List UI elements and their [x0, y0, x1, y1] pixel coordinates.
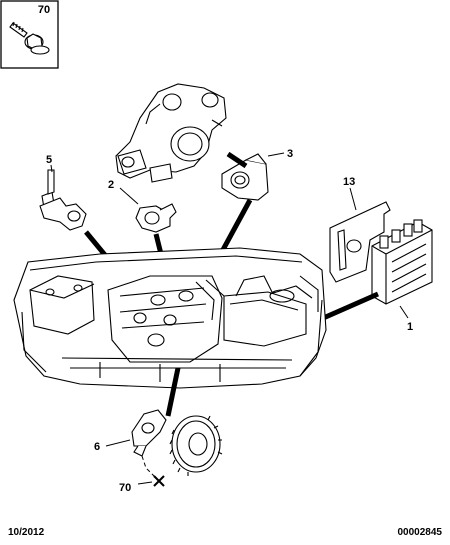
label-part-13: 13: [343, 176, 355, 188]
footer-reference: 00002845: [397, 527, 443, 538]
leader-part-2: [119, 187, 139, 205]
label-part-6: 6: [94, 441, 100, 453]
screw-inset: 70: [0, 0, 59, 69]
screw-icon: [9, 21, 50, 55]
inset-part-number: 70: [38, 4, 50, 16]
dashed-link: [141, 455, 157, 479]
leader-part-13: [349, 187, 357, 211]
leader-part-1: [399, 305, 409, 319]
label-part-3: 3: [287, 148, 293, 160]
throttle-body: [115, 83, 227, 183]
label-part-2: 2: [108, 179, 114, 191]
footer-date: 10/2012: [8, 527, 45, 538]
label-part-1: 1: [407, 321, 413, 333]
leader-part-6: [105, 439, 131, 447]
leader-part-5: [50, 164, 53, 173]
temperature-sensor: [39, 169, 87, 231]
flywheel: [169, 415, 223, 476]
crankshaft-sensor: [131, 409, 167, 457]
leader-part-3-thick: [226, 151, 248, 169]
map-sensor: [221, 153, 269, 201]
knock-sensor: [135, 203, 177, 233]
leader-screw: [137, 481, 153, 485]
screw-marker-icon: [153, 475, 165, 487]
label-part-5: 5: [46, 154, 52, 166]
leader-part-3: [267, 152, 285, 157]
engine-control-unit: [371, 219, 433, 305]
label-screw: 70: [119, 482, 131, 494]
engine-bay: [13, 247, 327, 389]
ecu-bracket: [329, 201, 391, 283]
pointer-part-6: [165, 367, 181, 417]
